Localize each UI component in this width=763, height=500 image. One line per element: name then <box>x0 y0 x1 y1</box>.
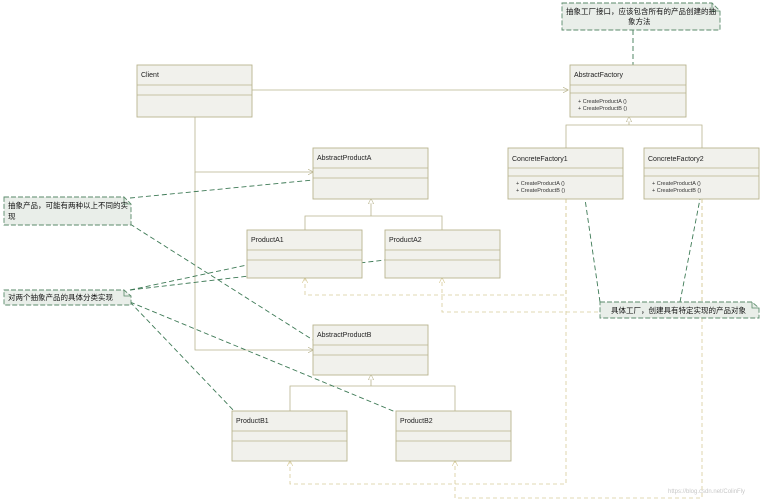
note-abstract-product-line2: 现 <box>8 212 16 221</box>
class-concrete-factory2-name: ConcreteFactory2 <box>648 156 704 163</box>
note-factory-interface-line1: 抽象工厂接口，应该包含所有的产品创建的抽 <box>566 6 716 16</box>
client-to-abstract-product-b <box>194 172 313 350</box>
class-abstract-product-b[interactable]: AbstractProductB <box>312 324 429 376</box>
class-client[interactable]: Client <box>136 64 253 118</box>
factory-generalization <box>565 117 703 148</box>
note-concrete-factory-line1: 具体工厂，创建具有特定实现的产品对象 <box>611 305 746 315</box>
class-concrete-factory1[interactable]: ConcreteFactory1 + CreateProductA () + C… <box>507 147 624 200</box>
class-concrete-factory2[interactable]: ConcreteFactory2 + CreateProductA () + C… <box>643 147 760 200</box>
class-concrete-factory2-op-b: + CreateProductB () <box>652 188 701 194</box>
note-abstract-product[interactable]: 抽象产品，可能有两种以上不同的实 现 <box>3 196 132 226</box>
class-client-name: Client <box>141 72 159 79</box>
cf1-creates-a1 <box>305 199 567 296</box>
class-concrete-factory1-name: ConcreteFactory1 <box>512 156 568 163</box>
class-abstract-factory[interactable]: AbstractFactory + CreateProductA () + Cr… <box>569 64 687 118</box>
note-factory-interface[interactable]: 抽象工厂接口，应该包含所有的产品创建的抽 象方法 <box>561 2 721 31</box>
class-product-a1-name: ProductA1 <box>251 237 284 244</box>
note-links <box>129 30 701 414</box>
class-abstract-product-a[interactable]: AbstractProductA <box>312 147 429 200</box>
class-abstract-factory-op-b: + CreateProductB () <box>578 106 627 112</box>
note-concrete-product-line1: 对两个抽象产品的具体分类实现 <box>8 292 113 302</box>
class-product-a1[interactable]: ProductA1 <box>246 229 363 279</box>
class-abstract-product-b-name: AbstractProductB <box>317 332 372 339</box>
product-b-generalization <box>289 375 456 411</box>
cf1-creates-b1 <box>290 199 567 485</box>
class-product-b1-name: ProductB1 <box>236 418 269 425</box>
class-product-a2[interactable]: ProductA2 <box>384 229 501 279</box>
class-abstract-factory-op-a: + CreateProductA () <box>578 99 627 105</box>
class-concrete-factory2-op-a: + CreateProductA () <box>652 181 701 187</box>
class-product-b2[interactable]: ProductB2 <box>395 410 512 462</box>
note-abstract-product-line1: 抽象产品，可能有两种以上不同的实 <box>8 200 128 210</box>
class-concrete-factory1-op-a: + CreateProductA () <box>516 181 565 187</box>
class-product-b1[interactable]: ProductB1 <box>231 410 348 462</box>
cf2-creates-b2 <box>455 199 703 499</box>
product-a-generalization <box>304 199 443 230</box>
class-concrete-factory1-op-b: + CreateProductB () <box>516 188 565 194</box>
class-product-b2-name: ProductB2 <box>400 418 433 425</box>
note-concrete-factory[interactable]: 具体工厂，创建具有特定实现的产品对象 <box>599 301 760 319</box>
note-factory-interface-line2: 象方法 <box>628 16 651 26</box>
class-abstract-factory-name: AbstractFactory <box>574 72 624 79</box>
relationship-lines <box>194 90 703 499</box>
class-product-a2-name: ProductA2 <box>389 237 422 244</box>
class-abstract-product-a-name: AbstractProductA <box>317 155 372 162</box>
client-to-abstract-product-a <box>194 117 313 172</box>
note-concrete-product[interactable]: 对两个抽象产品的具体分类实现 <box>3 289 132 306</box>
watermark: https://blog.csdn.net/ColinFly <box>668 489 745 495</box>
